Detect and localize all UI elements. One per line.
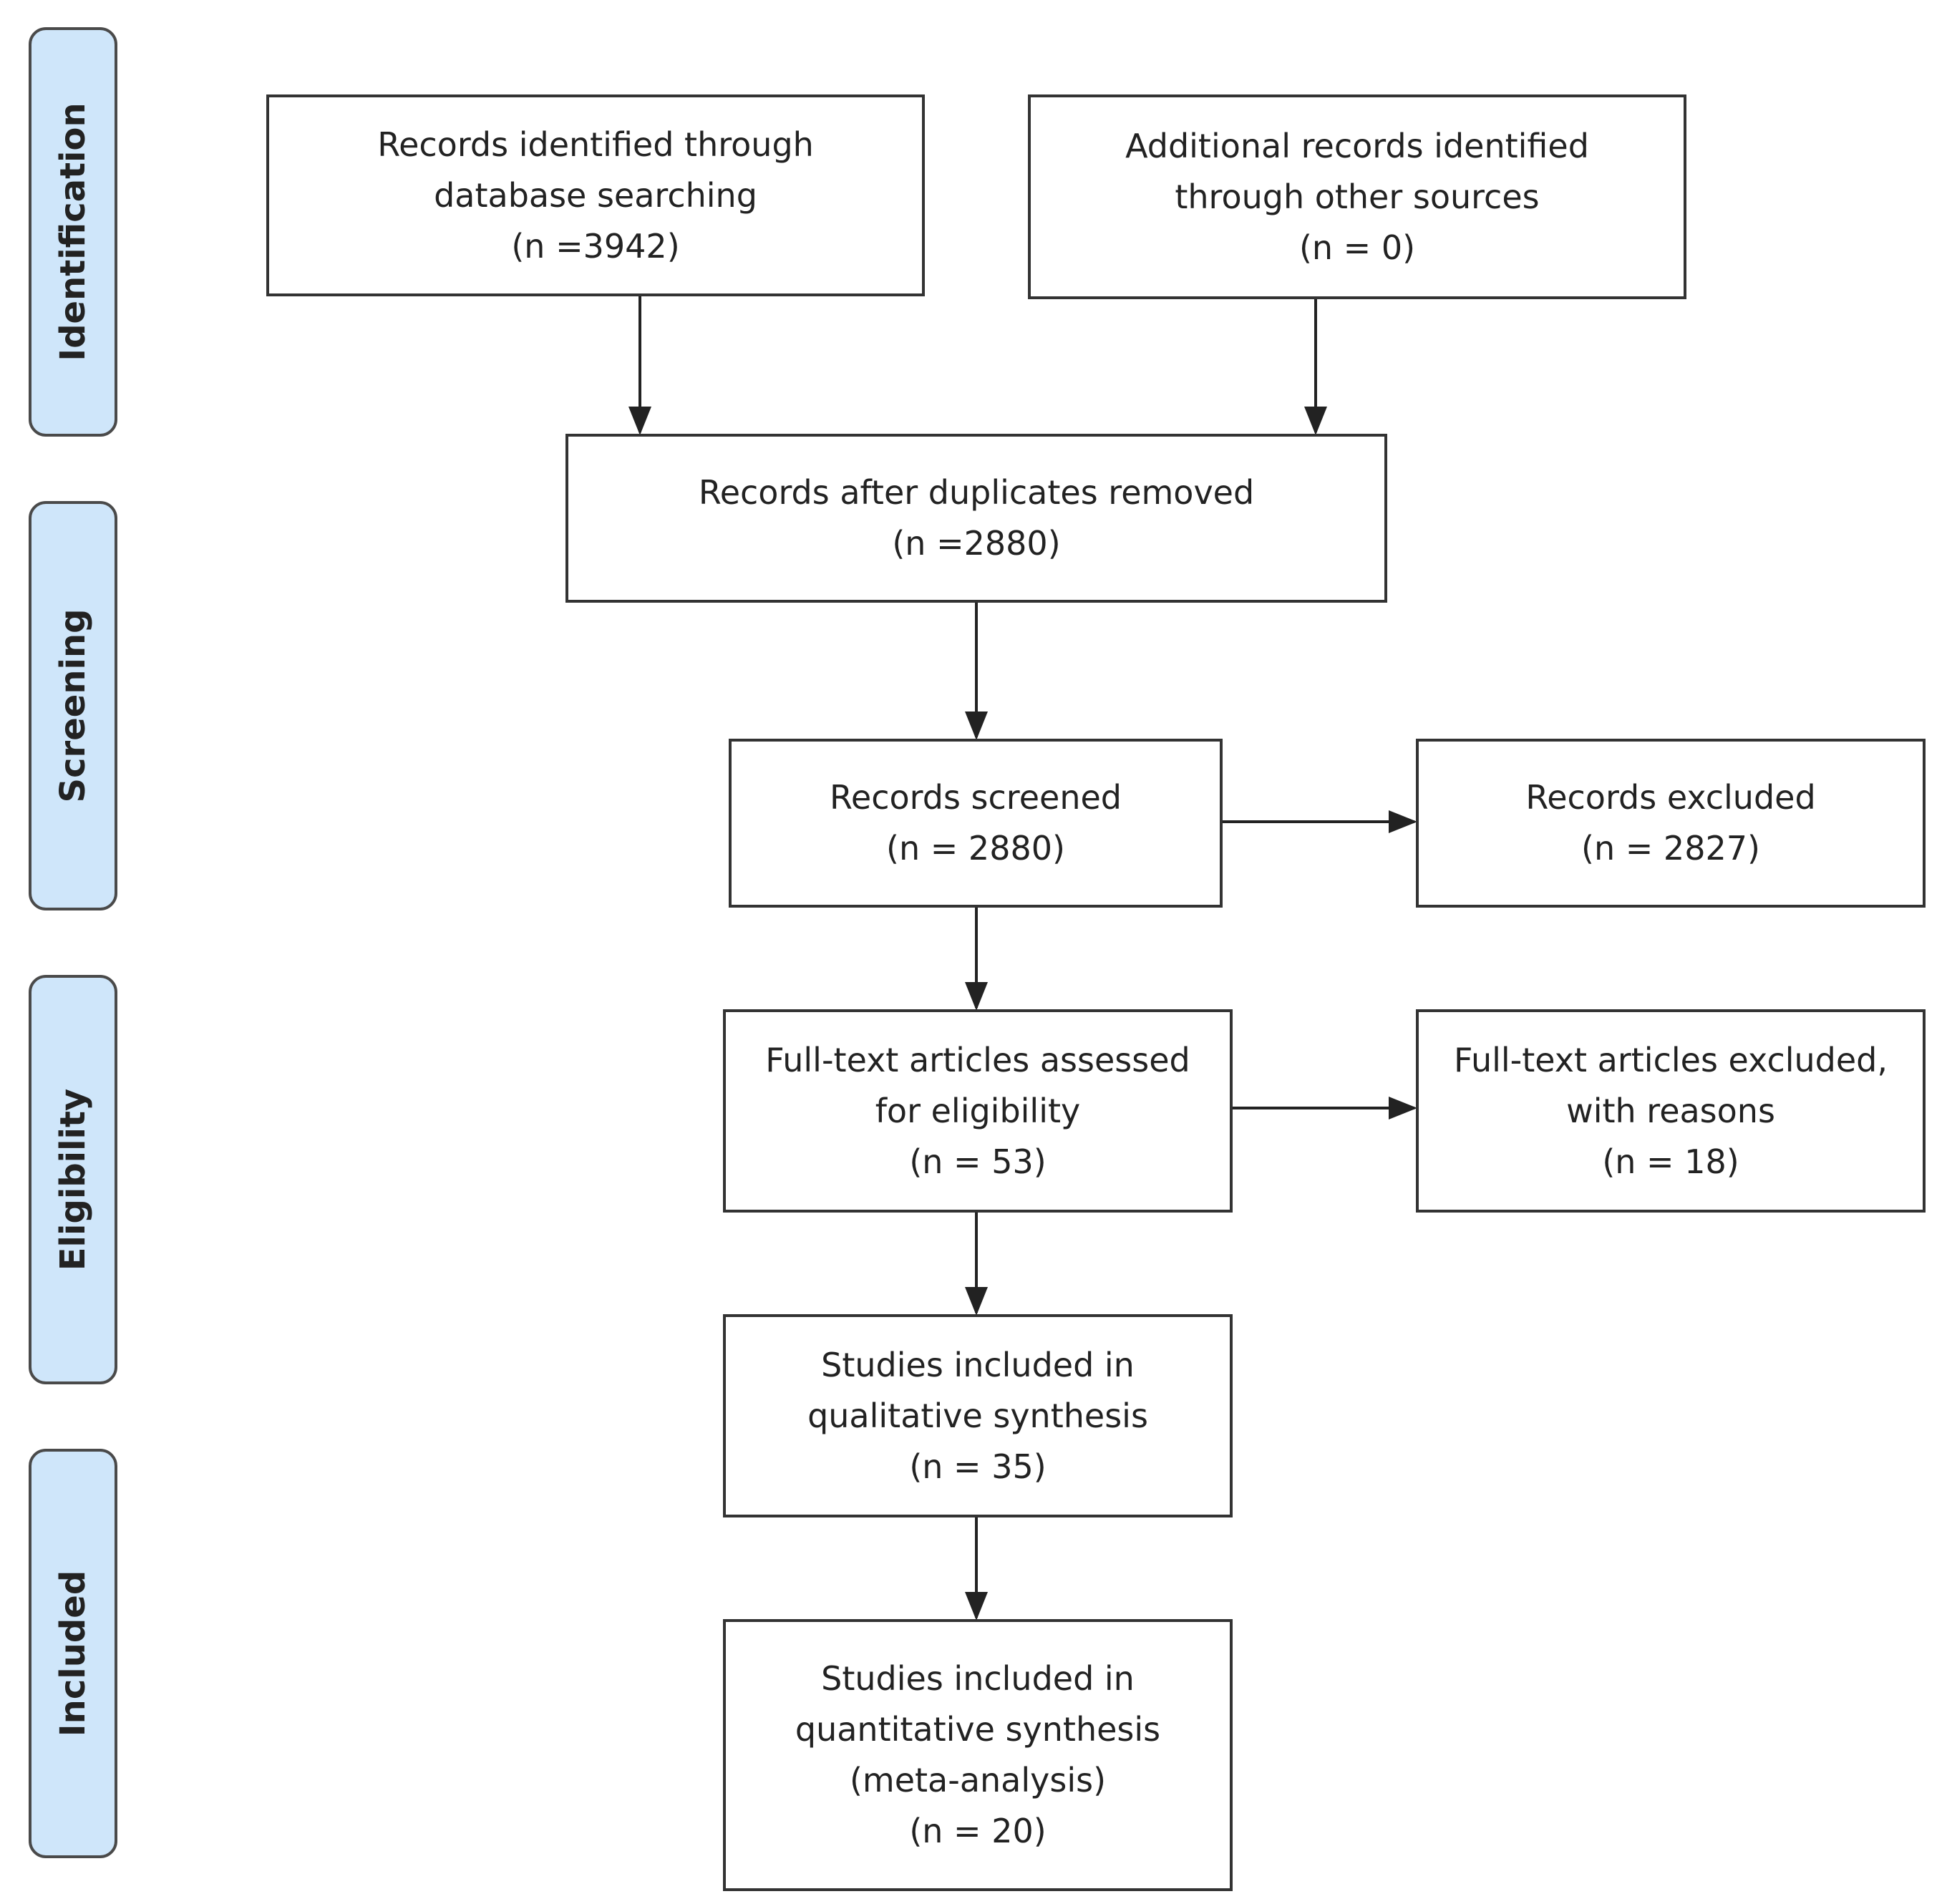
box-count: (n = 53) xyxy=(909,1142,1047,1181)
stage-label-eligibility: Eligibility xyxy=(53,1088,93,1271)
stage-identification: Identification xyxy=(29,27,117,437)
stage-label-included: Included xyxy=(53,1570,93,1737)
box-text-line: Records after duplicates removed xyxy=(698,473,1255,512)
stage-eligibility: Eligibility xyxy=(29,975,117,1384)
box-count: (n =2880) xyxy=(892,524,1061,563)
quantitative-synthesis-box: Studies included in quantitative synthes… xyxy=(723,1619,1233,1891)
full-text-excluded-box: Full-text articles excluded, with reason… xyxy=(1416,1009,1926,1213)
box-text-line: (meta-analysis) xyxy=(849,1761,1107,1799)
box-count: (n = 0) xyxy=(1298,228,1416,267)
box-text-line: Studies included in xyxy=(821,1345,1135,1384)
records-other-sources-box: Additional records identified through ot… xyxy=(1028,94,1686,299)
stage-label-screening: Screening xyxy=(53,608,93,803)
box-text-line: database searching xyxy=(434,175,757,215)
stage-label-identification: Identification xyxy=(53,102,93,361)
box-count: (n =3942) xyxy=(511,226,680,266)
records-excluded-box: Records excluded (n = 2827) xyxy=(1416,739,1926,908)
box-count: (n = 35) xyxy=(909,1447,1047,1486)
box-text-line: Studies included in xyxy=(821,1659,1135,1698)
qualitative-synthesis-box: Studies included in qualitative synthesi… xyxy=(723,1314,1233,1517)
records-database-search-box: Records identified through database sear… xyxy=(266,94,925,296)
box-text-line: Full-text articles assessed xyxy=(765,1040,1190,1079)
box-text-line: Additional records identified xyxy=(1125,126,1589,165)
box-count: (n = 2827) xyxy=(1581,829,1760,868)
box-count: (n = 2880) xyxy=(886,829,1065,868)
records-after-duplicates-box: Records after duplicates removed (n =288… xyxy=(565,434,1387,603)
box-count: (n = 18) xyxy=(1602,1142,1739,1181)
box-text-line: Full-text articles excluded, xyxy=(1454,1040,1888,1079)
records-screened-box: Records screened (n = 2880) xyxy=(729,739,1223,908)
box-text-line: with reasons xyxy=(1566,1091,1775,1130)
box-text-line: Records identified through xyxy=(377,125,814,164)
box-text-line: for eligibility xyxy=(875,1091,1081,1130)
full-text-assessed-box: Full-text articles assessed for eligibil… xyxy=(723,1009,1233,1213)
stage-screening: Screening xyxy=(29,501,117,910)
box-text-line: qualitative synthesis xyxy=(807,1396,1148,1435)
box-count: (n = 20) xyxy=(909,1812,1047,1850)
box-text-line: Records screened xyxy=(830,778,1122,817)
box-text-line: quantitative synthesis xyxy=(795,1710,1161,1749)
stage-included: Included xyxy=(29,1449,117,1858)
box-text-line: through other sources xyxy=(1175,177,1540,216)
box-text-line: Records excluded xyxy=(1525,778,1816,817)
